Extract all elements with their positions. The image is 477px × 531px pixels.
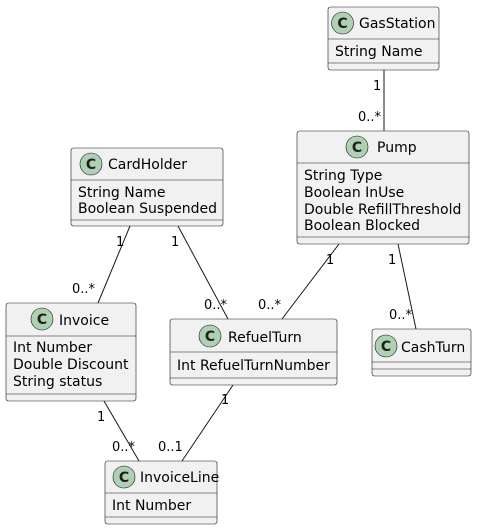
class-attribute: String status [13,374,102,390]
class-attribute: String Name [78,185,166,201]
multiplicity-source: 1 [388,253,396,268]
association-cardholder-invoice: 1 0..* [72,225,131,304]
class-box [327,6,440,71]
multiplicity-target: 0..* [389,308,413,323]
class-name: CashTurn [401,340,465,356]
association-pump-refuelturn: 1 0..* [258,243,340,320]
association-line [177,225,229,320]
association-cardholder-refuelturn: 1 0..* [171,225,229,320]
multiplicity-source: 1 [171,235,179,250]
association-pump-cashturn: 1 0..* [388,243,417,330]
class-stereotype-icon [331,11,354,35]
class-stereotype-icon [198,324,222,348]
association-line [397,243,417,330]
class-stereotype-icon [374,334,398,358]
multiplicity-source: 1 [221,393,229,408]
class-stereotype-letter: C [86,157,96,173]
multiplicity-target: 0..* [72,282,96,297]
multiplicity-source: 1 [373,79,381,94]
association-line [103,400,140,462]
class-box [296,130,470,245]
association-invoice-invoiceline: 1 0..* [97,400,140,462]
multiplicity-target: 0..* [258,298,282,313]
multiplicity-source: 1 [97,410,105,425]
class-stereotype-letter: C [337,16,347,32]
class-pump[interactable]: C Pump String Type Boolean InUse Double … [296,130,470,245]
class-refuelturn[interactable]: C RefuelTurn Int RefuelTurnNumber [169,318,338,386]
class-attribute: Int Number [13,340,92,356]
class-stereotype-icon [112,465,136,489]
class-cardholder[interactable]: C CardHolder String Name Boolean Suspend… [70,147,224,227]
class-invoice[interactable]: C Invoice Int Number Double Discount Str… [5,302,137,402]
class-gasstation[interactable]: C GasStation String Name [327,6,440,71]
class-cashturn[interactable]: C CashTurn [371,328,472,377]
association-gasstation-pump: 1 0..* [358,70,385,131]
multiplicity-target: 0..1 [158,440,183,455]
class-stereotype-letter: C [37,312,47,328]
class-attribute: Double RefillThreshold [304,202,461,218]
class-stereotype-icon [30,307,54,331]
class-name: CardHolder [108,157,187,173]
class-attribute: String Name [335,44,423,60]
class-attribute: Boolean Blocked [304,218,420,234]
multiplicity-source: 1 [326,253,334,268]
multiplicity-target: 0..* [204,298,228,313]
class-stereotype-icon [345,135,369,159]
class-attribute: Int Number [112,498,191,514]
class-stereotype-letter: C [352,140,362,156]
association-line [181,384,234,462]
class-attribute: Boolean InUse [304,185,404,201]
class-name: GasStation [359,16,436,32]
class-stereotype-letter: C [381,339,391,355]
class-attribute: Boolean Suspended [78,201,217,217]
class-stereotype-letter: C [119,470,129,486]
multiplicity-target: 0..* [112,440,136,455]
class-invoiceline[interactable]: C InvoiceLine Int Number [104,460,219,525]
class-attribute: Double Discount [13,357,129,373]
class-attribute: Int RefuelTurnNumber [177,358,330,374]
class-name: Pump [377,140,417,156]
class-box [70,147,224,227]
multiplicity-source: 1 [116,235,124,250]
association-line [97,225,131,304]
association-refuelturn-invoiceline: 1 0..1 [158,384,234,462]
class-name: Invoice [59,313,109,329]
class-attribute: String Type [304,168,382,184]
class-box [371,328,472,377]
class-name: RefuelTurn [228,330,302,346]
class-stereotype-icon [79,152,103,176]
class-name: InvoiceLine [140,470,219,486]
association-line [281,243,340,320]
multiplicity-target: 0..* [358,110,382,125]
class-stereotype-letter: C [205,329,215,345]
